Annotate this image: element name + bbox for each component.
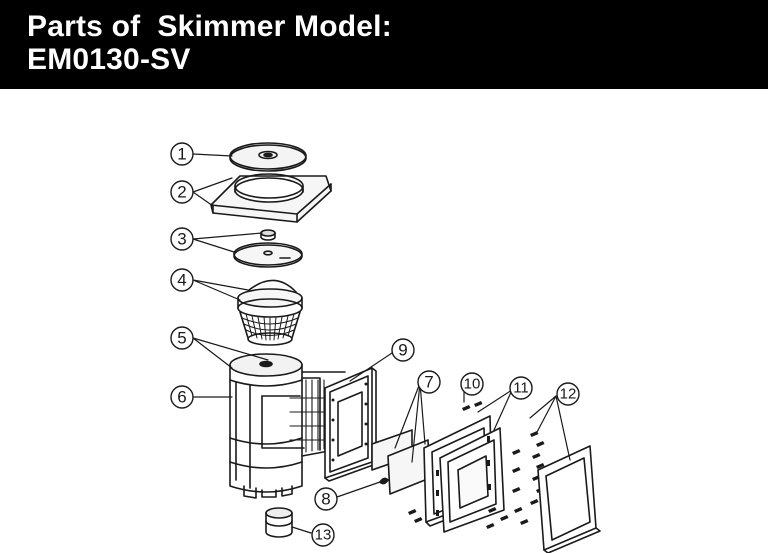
- callout-label-11: 11: [513, 380, 529, 397]
- part-weir-plate: [233, 229, 303, 268]
- callout-label-12: 12: [560, 386, 577, 403]
- page-title-line-2: EM0130-SV: [27, 43, 191, 76]
- part-skimmer-body: [229, 353, 346, 499]
- callout-label-9: 9: [398, 341, 407, 360]
- callout-label-13: 13: [315, 527, 332, 544]
- part-adapter-cap: [265, 507, 293, 538]
- part-basket: [237, 279, 303, 346]
- callout-label-2: 2: [177, 183, 186, 202]
- part-screw: [379, 477, 389, 485]
- callout-label-4: 4: [177, 271, 186, 290]
- part-faceplate: [423, 415, 505, 533]
- leader-lines: [192, 153, 571, 534]
- part-collar: [210, 173, 332, 223]
- part-mouth-flange: [324, 367, 377, 482]
- callout-label-1: 1: [177, 145, 186, 164]
- exploded-parts-diagram: 1 2 3 4 5 6 7 8 9 10 11 12 13: [170, 142, 601, 553]
- part-lid: [229, 142, 307, 172]
- callout-label-3: 3: [177, 230, 186, 249]
- page-title-line-1: Parts of Skimmer Model:: [27, 10, 392, 43]
- part-cover-plate: [537, 445, 601, 553]
- callout-label-5: 5: [177, 329, 186, 348]
- part-gaskets: [371, 429, 431, 495]
- title-banner: Parts of Skimmer Model: EM0130-SV: [0, 0, 768, 89]
- callout-circles: [170, 142, 580, 547]
- callout-label-7: 7: [424, 373, 433, 392]
- callout-label-10: 10: [464, 376, 481, 393]
- callout-label-6: 6: [177, 388, 186, 407]
- callout-label-8: 8: [321, 490, 330, 509]
